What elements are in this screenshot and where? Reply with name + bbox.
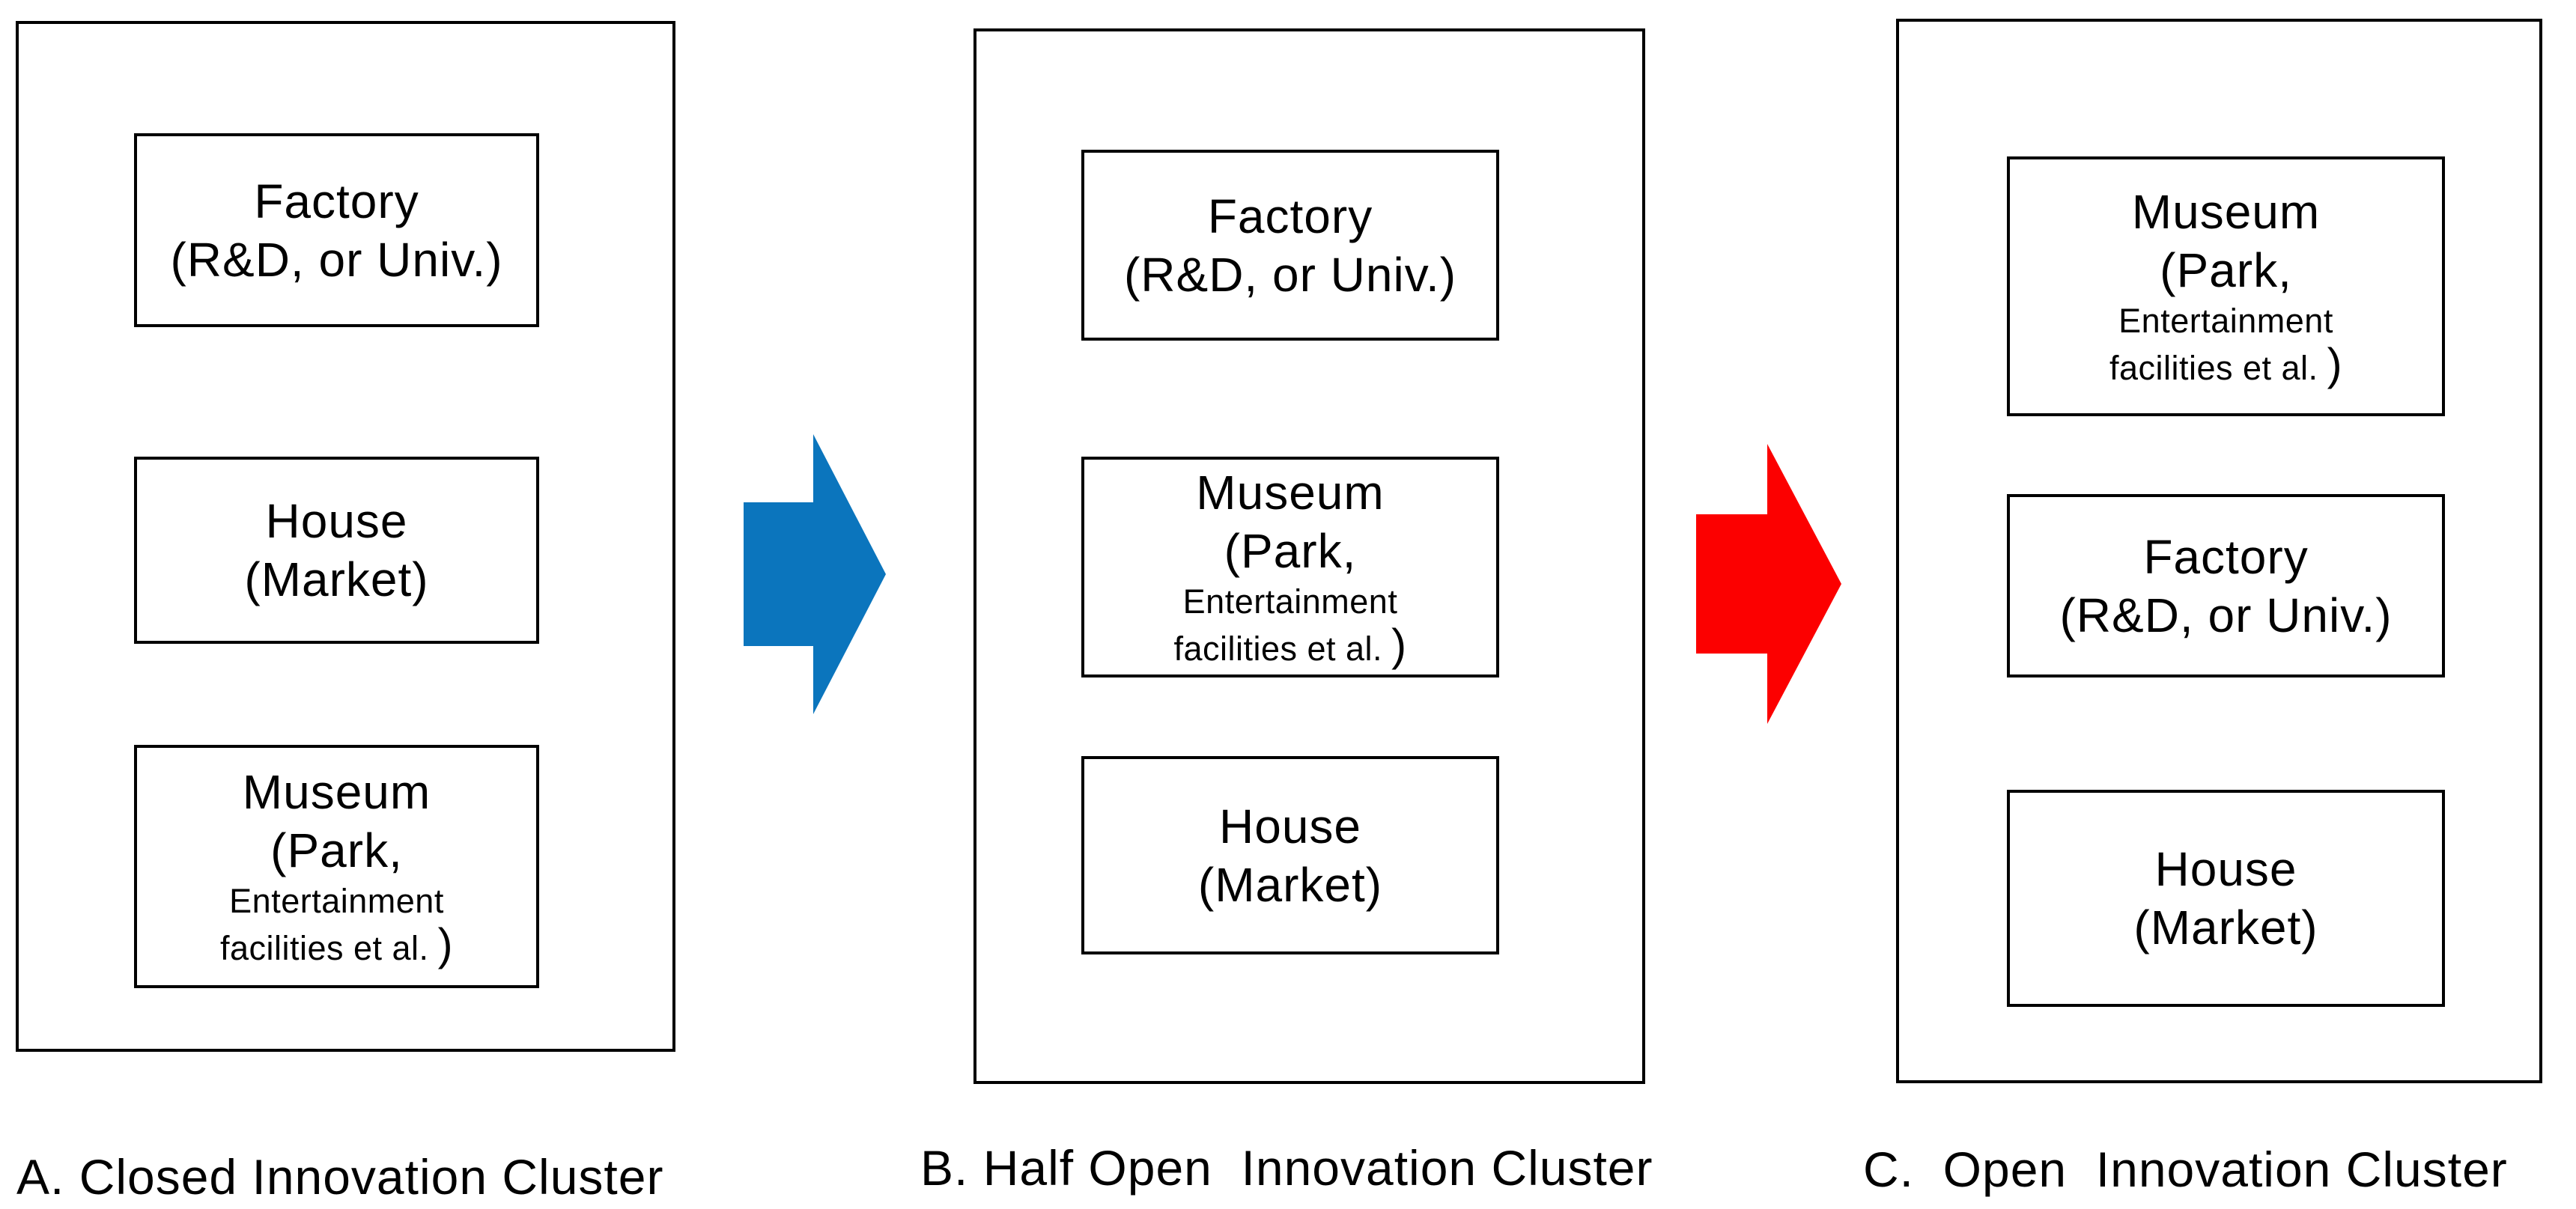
box-detail-text: facilities et al. — [2109, 349, 2318, 387]
right-arrow-icon — [1696, 442, 1841, 729]
museum-box: Museum (Park, Entertainment facilities e… — [134, 745, 539, 988]
box-subtitle: (Market) — [244, 552, 429, 606]
box-title: House — [1219, 799, 1361, 853]
caption-open-innovation-cluster: C. Open Innovation Cluster — [1863, 1142, 2508, 1197]
panel-open-innovation-cluster: Museum (Park, Entertainment facilities e… — [1896, 19, 2542, 1083]
box-detail-text: facilities et al. — [1173, 630, 1383, 668]
box-title: Museum — [1196, 466, 1385, 520]
caption-closed-innovation-cluster: A. Closed Innovation Cluster — [16, 1149, 664, 1205]
box-detail: Entertainment — [229, 882, 444, 920]
box-subtitle: (R&D, or Univ.) — [2059, 588, 2393, 642]
box-title: Museum — [2131, 185, 2321, 239]
museum-box: Museum (Park, Entertainment facilities e… — [1081, 457, 1499, 677]
closing-paren: ) — [437, 919, 454, 969]
caption-half-open-innovation-cluster: B. Half Open Innovation Cluster — [920, 1140, 1653, 1196]
box-subtitle: (Park, — [270, 823, 403, 877]
box-subtitle: (R&D, or Univ.) — [1123, 247, 1457, 302]
box-title: Museum — [242, 765, 431, 819]
factory-box: Factory (R&D, or Univ.) — [134, 133, 539, 327]
closing-paren: ) — [2327, 339, 2343, 389]
right-arrow-icon — [744, 432, 886, 720]
house-box: House (Market) — [1081, 756, 1499, 954]
box-detail-text: facilities et al. — [219, 929, 429, 967]
box-title: Factory — [2143, 529, 2309, 584]
box-detail: Entertainment — [1182, 582, 1398, 621]
box-title: House — [265, 494, 408, 548]
house-box: House (Market) — [2007, 790, 2445, 1007]
box-detail: facilities et al.) — [1173, 623, 1406, 671]
box-subtitle: (R&D, or Univ.) — [170, 232, 503, 287]
arrow-shape — [1696, 444, 1841, 724]
box-title: House — [2154, 842, 2297, 896]
arrow-shape — [744, 434, 886, 714]
panel-half-open-innovation-cluster: Factory (R&D, or Univ.) Museum (Park, En… — [973, 28, 1645, 1084]
box-subtitle: (Park, — [2160, 243, 2292, 297]
box-detail: facilities et al.) — [219, 922, 453, 970]
box-subtitle: (Park, — [1224, 524, 1357, 578]
factory-box: Factory (R&D, or Univ.) — [1081, 150, 1499, 341]
house-box: House (Market) — [134, 457, 539, 644]
closing-paren: ) — [1391, 620, 1407, 670]
box-detail: Entertainment — [2118, 302, 2333, 340]
box-detail: facilities et al.) — [2109, 342, 2342, 390]
factory-box: Factory (R&D, or Univ.) — [2007, 494, 2445, 677]
box-subtitle: (Market) — [1197, 857, 1383, 912]
box-subtitle: (Market) — [2133, 901, 2318, 954]
box-title: Factory — [254, 174, 419, 228]
panel-closed-innovation-cluster: Factory (R&D, or Univ.) House (Market) M… — [16, 21, 675, 1052]
museum-box: Museum (Park, Entertainment facilities e… — [2007, 156, 2445, 416]
box-title: Factory — [1207, 189, 1373, 243]
